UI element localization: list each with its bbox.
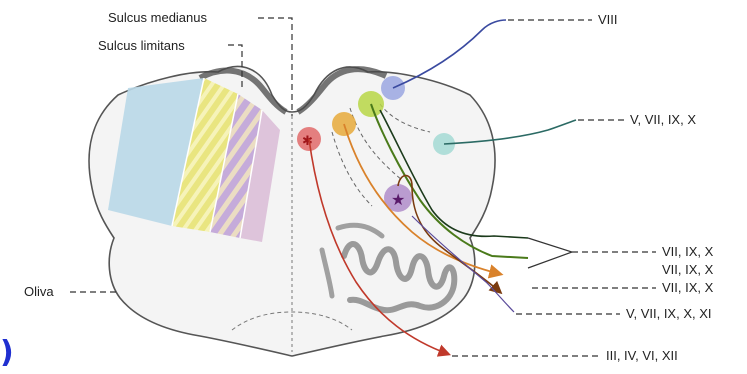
label-sulcus-medianus: Sulcus medianus — [108, 10, 207, 25]
label-oliva: Oliva — [24, 284, 54, 299]
label-vii-ix-x-3: VII, IX, X — [662, 280, 714, 295]
label-sulcus-limitans: Sulcus limitans — [98, 38, 185, 53]
nucleus-somatomotor-star: ✱ — [302, 134, 313, 149]
label-iii-iv-vi-xii: III, IV, VI, XII — [606, 348, 678, 363]
label-vii-ix-x-2: VII, IX, X — [662, 262, 714, 277]
label-v-vii-ix-x: V, VII, IX, X — [630, 112, 696, 127]
label-vii-ix-x-1: VII, IX, X — [662, 244, 714, 259]
nucleus-ambiguus-star: ★ — [391, 190, 405, 209]
label-viii: VIII — [598, 12, 618, 27]
label-v-vii-ix-x-xi: V, VII, IX, X, XI — [626, 306, 712, 321]
stray-parenthesis: ) — [0, 338, 14, 368]
bracket-vii-ix-x — [528, 238, 572, 268]
